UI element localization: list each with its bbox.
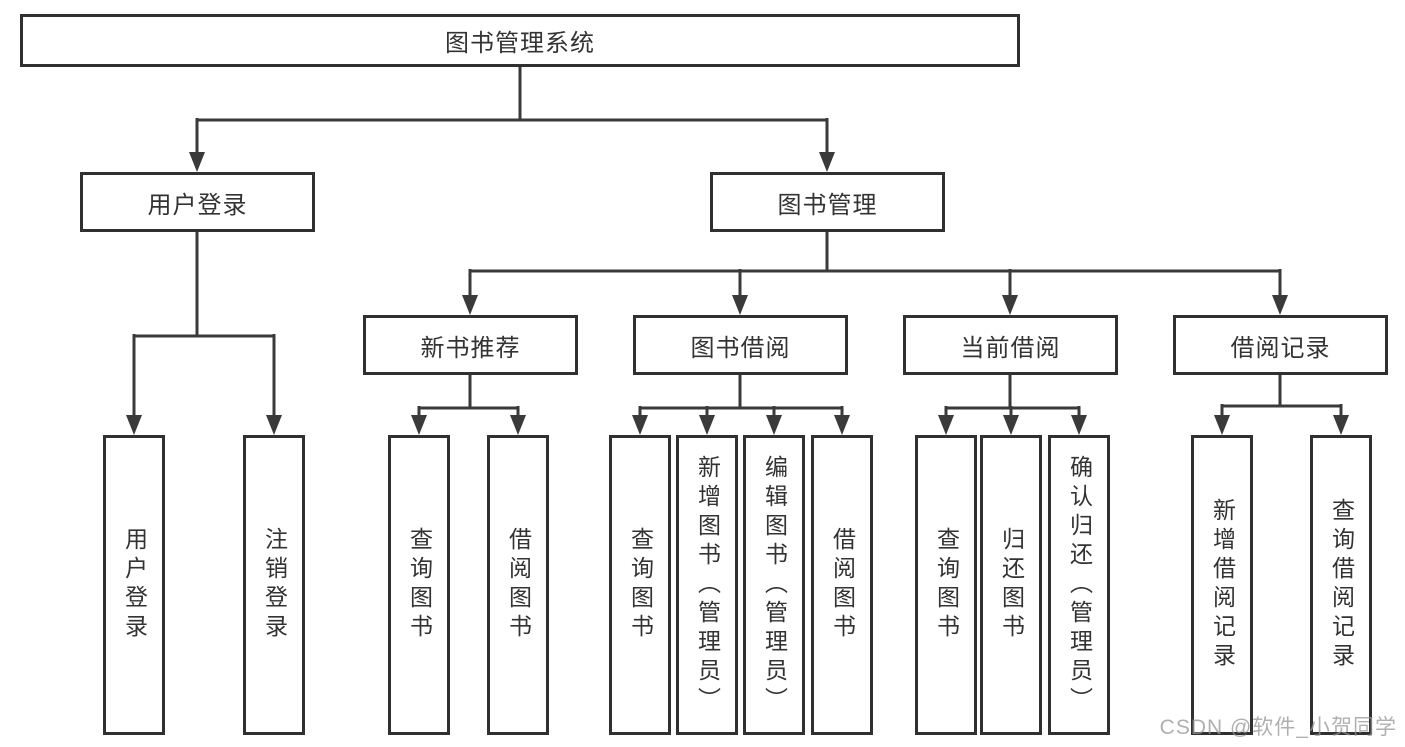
leaf-edit-books-admin: 编辑图书（管理员） (743, 435, 805, 735)
node-current-borrow: 当前借阅 (903, 315, 1118, 375)
leaf-query-books-3: 查询图书 (915, 435, 977, 735)
leaf-label: 借阅图书 (505, 527, 532, 643)
leaf-label: 查询借阅记录 (1328, 498, 1355, 672)
node-new-book-recommend: 新书推荐 (363, 315, 578, 375)
leaf-query-books-1: 查询图书 (388, 435, 450, 735)
leaf-logout: 注销登录 (243, 435, 305, 735)
leaf-label: 归还图书 (998, 527, 1025, 643)
leaf-query-borrow-record: 查询借阅记录 (1310, 435, 1372, 735)
leaf-query-books-2: 查询图书 (609, 435, 671, 735)
leaf-label: 编辑图书（管理员） (761, 454, 788, 716)
node-borrow-records: 借阅记录 (1173, 315, 1388, 375)
leaf-user-login: 用户登录 (103, 435, 165, 735)
node-user-login: 用户登录 (80, 172, 315, 232)
leaf-return-books: 归还图书 (980, 435, 1042, 735)
leaf-label: 新增图书（管理员） (694, 454, 721, 716)
node-book-management: 图书管理 (710, 172, 945, 232)
leaf-label: 用户登录 (121, 527, 148, 643)
leaf-label: 查询图书 (406, 527, 433, 643)
leaf-label: 注销登录 (261, 527, 288, 643)
leaf-label: 确认归还（管理员） (1066, 454, 1093, 716)
arrowheads (126, 152, 1349, 435)
leaf-add-books-admin: 新增图书（管理员） (676, 435, 738, 735)
leaf-borrow-books-2: 借阅图书 (811, 435, 873, 735)
leaf-add-borrow-record: 新增借阅记录 (1191, 435, 1253, 735)
leaf-label: 借阅图书 (829, 527, 856, 643)
leaf-borrow-books-1: 借阅图书 (487, 435, 549, 735)
leaf-label: 查询图书 (933, 527, 960, 643)
node-library-system: 图书管理系统 (20, 14, 1020, 67)
leaf-label: 新增借阅记录 (1209, 498, 1236, 672)
leaf-label: 查询图书 (627, 527, 654, 643)
watermark: CSDN @软件_小贺同学 (1159, 716, 1397, 739)
leaf-confirm-return-admin: 确认归还（管理员） (1048, 435, 1110, 735)
node-book-borrow: 图书借阅 (633, 315, 848, 375)
